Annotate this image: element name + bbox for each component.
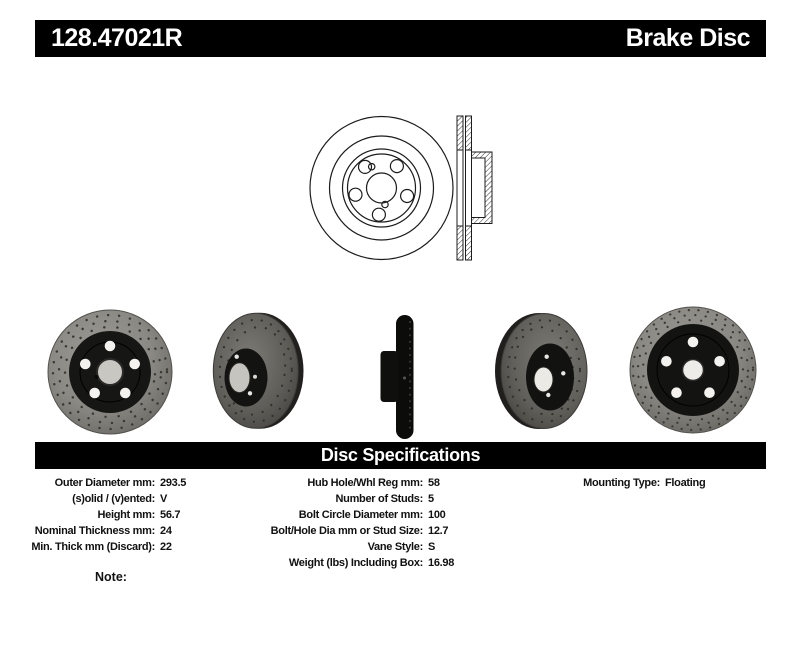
spec-row-solid-vented: (s)olid / (v)ented: V <box>15 491 186 507</box>
spec-label: Outer Diameter mm: <box>54 477 156 489</box>
spec-column-right: Mounting Type: Floating <box>560 475 706 491</box>
spec-row-weight: Weight (lbs) Including Box: 16.98 <box>261 555 454 571</box>
spec-value: 293.5 <box>160 477 187 489</box>
spec-row-vane-style: Vane Style: S <box>261 539 454 555</box>
drawing-side-cross-section <box>456 115 493 261</box>
spec-column-left: Outer Diameter mm: 293.5 (s)olid / (v)en… <box>15 475 186 555</box>
spec-row-nominal-thickness: Nominal Thickness mm: 24 <box>15 523 186 539</box>
product-photo-front-view <box>47 309 173 435</box>
spec-label: Nominal Thickness mm: <box>34 525 156 537</box>
spec-value: Floating <box>665 477 706 489</box>
spec-label: Mounting Type: <box>583 477 660 489</box>
spec-value: 24 <box>160 525 172 537</box>
spec-value: 16.98 <box>428 557 455 569</box>
spec-value: 56.7 <box>160 509 181 521</box>
part-number: 128.47021R <box>51 24 183 52</box>
product-photo-edge-view <box>380 315 414 439</box>
spec-label: Number of Studs: <box>335 493 424 505</box>
spec-value: 100 <box>428 509 446 521</box>
spec-label: Hub Hole/Whl Reg mm: <box>307 477 423 489</box>
spec-label: Height mm: <box>97 509 155 521</box>
spec-row-bolt-hole-dia: Bolt/Hole Dia mm or Stud Size: 12.7 <box>261 523 454 539</box>
spec-row-min-thick: Min. Thick mm (Discard): 22 <box>15 539 186 555</box>
drawing-front-view <box>309 115 454 261</box>
spec-value: S <box>428 541 436 553</box>
spec-value: 58 <box>428 477 440 489</box>
spec-row-outer-diameter: Outer Diameter mm: 293.5 <box>15 475 187 491</box>
note-label: Note: <box>95 570 127 584</box>
spec-row-hub-hole: Hub Hole/Whl Reg mm: 58 <box>261 475 454 491</box>
technical-drawing <box>309 115 493 261</box>
spec-value: 22 <box>160 541 172 553</box>
spec-label: (s)olid / (v)ented: <box>72 493 155 505</box>
product-photo-rear-view <box>629 306 757 434</box>
spec-label: Min. Thick mm (Discard): <box>31 541 155 553</box>
product-type-title: Brake Disc <box>625 24 751 52</box>
product-photo-angled-left <box>212 312 304 429</box>
spec-row-bolt-circle-diameter: Bolt Circle Diameter mm: 100 <box>261 507 454 523</box>
header-bar: 128.47021R Brake Disc <box>35 20 766 57</box>
spec-label: Weight (lbs) Including Box: <box>288 557 423 569</box>
spec-value: 5 <box>428 493 434 505</box>
product-photo-angled-right <box>495 313 588 429</box>
spec-row-mounting-type: Mounting Type: Floating <box>560 475 706 491</box>
spec-label: Bolt/Hole Dia mm or Stud Size: <box>270 525 424 537</box>
spec-value: V <box>160 493 168 505</box>
spec-value: 12.7 <box>428 525 449 537</box>
spec-label: Bolt Circle Diameter mm: <box>298 509 424 521</box>
spec-title: Disc Specifications <box>320 445 481 465</box>
spec-title-bar: Disc Specifications <box>35 442 766 469</box>
spec-label: Vane Style: <box>367 541 424 553</box>
spec-column-center: Hub Hole/Whl Reg mm: 58 Number of Studs:… <box>261 475 455 571</box>
spec-row-height: Height mm: 56.7 <box>15 507 186 523</box>
spec-row-number-of-studs: Number of Studs: 5 <box>261 491 454 507</box>
